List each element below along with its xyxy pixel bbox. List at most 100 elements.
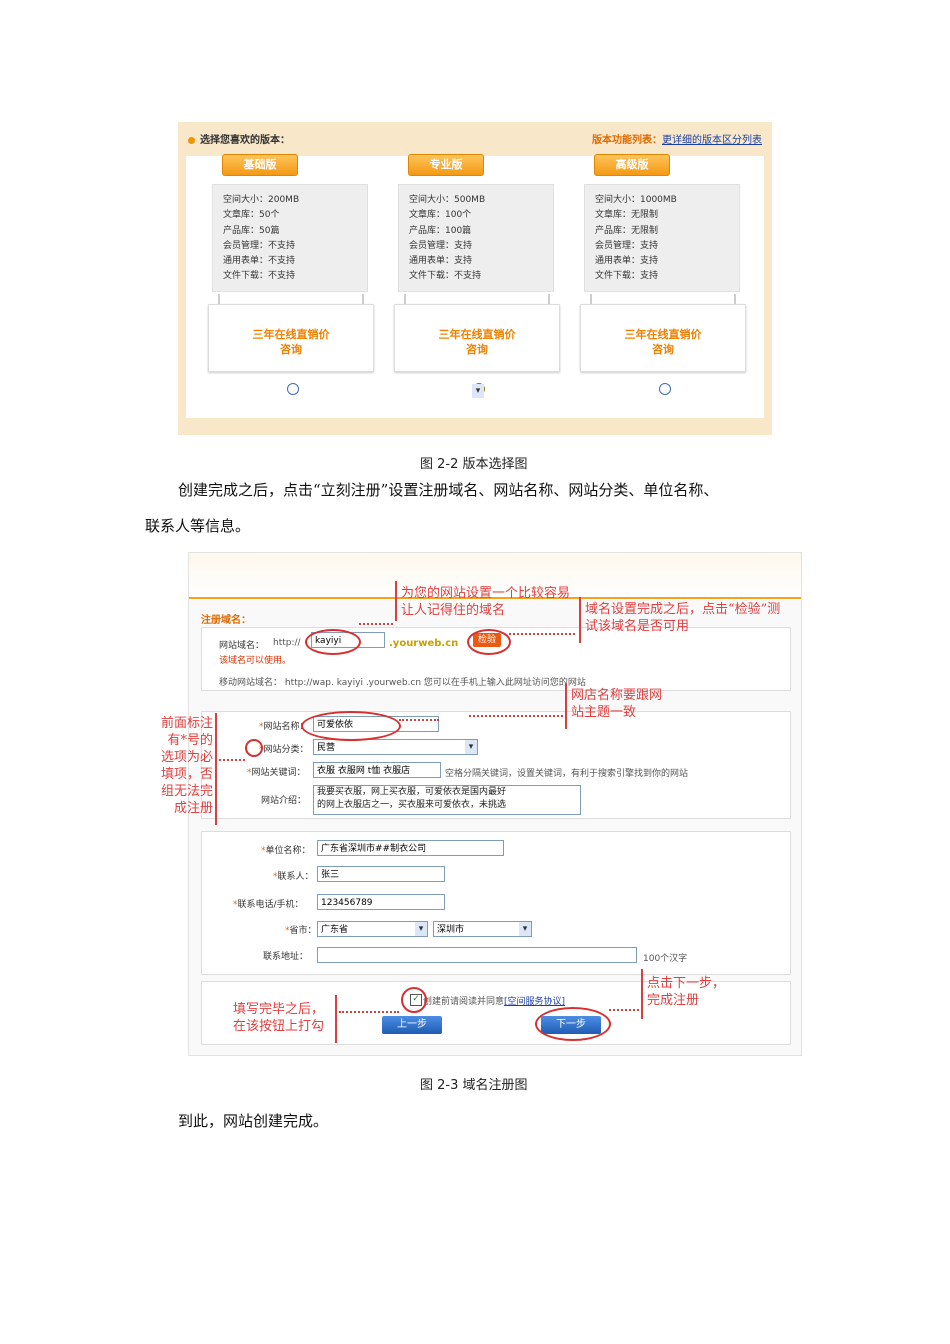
spec-item: 文章库：100个 [409, 210, 472, 221]
figure-caption-2-3: 图 2-3 域名注册图 [420, 1078, 528, 1093]
annotation-connector [359, 623, 393, 625]
spec-item: 会员管理：支持 [595, 240, 659, 251]
version-radio-pro[interactable] [472, 383, 485, 398]
category-label-text: 网站分类： [263, 745, 309, 755]
highlight-circle [401, 987, 427, 1013]
agree-text-label: 创建前请阅读并同意 [423, 997, 505, 1007]
version-select-title-text: 选择您喜欢的版本： [200, 135, 290, 146]
contact-input[interactable]: 张三 [317, 866, 445, 882]
card-hook [404, 294, 406, 308]
version-radio-basic[interactable] [287, 383, 299, 395]
intro-text-line: 的网上衣服店之一，买衣服来可爱依衣，未挑选 [317, 800, 507, 810]
keywords-label: *网站关键词： [247, 765, 306, 778]
address-input[interactable] [317, 947, 637, 963]
annotation-connector [609, 1009, 639, 1011]
highlight-circle [245, 739, 263, 757]
keywords-note: 空格分隔关键词，设置关键词，有利于搜索引擎找到你的网站 [445, 769, 689, 779]
phone-label: *联系电话/手机： [233, 897, 304, 910]
annotation-sitename: 网店名称要跟网站主题一致 [571, 688, 663, 720]
version-tab-pro[interactable]: 专业版 [408, 154, 484, 176]
annotation-connector [469, 715, 563, 717]
version-select-figure: 选择您喜欢的版本： 版本功能列表：更详细的版本区分列表 基础版 空间大小：200… [178, 122, 772, 435]
required-mark: * [285, 926, 290, 936]
required-mark: * [233, 900, 238, 910]
spec-item: 产品库：无限制 [595, 225, 659, 236]
spec-item: 产品库：50篇 [223, 225, 280, 236]
annotation-bracket [579, 597, 581, 643]
required-mark: * [261, 846, 266, 856]
required-mark: * [259, 722, 264, 732]
annotation-next: 点击下一步，完成注册 [647, 976, 726, 1008]
annotation-connector [509, 633, 575, 635]
card-hook [734, 294, 736, 308]
figure-caption-2-2: 图 2-2 版本选择图 [420, 457, 528, 472]
mobile-domain-line: 移动网站域名： http://wap. kayiyi .yourweb.cn 您… [219, 678, 586, 688]
spec-item: 文件下载：不支持 [223, 271, 296, 282]
version-function-list: 版本功能列表：更详细的版本区分列表 [592, 131, 762, 146]
version-function-list-label: 版本功能列表： [592, 135, 662, 146]
company-input[interactable]: 广东省深圳市##制衣公司 [317, 840, 504, 856]
spec-item: 文件下载：支持 [595, 271, 659, 282]
section-title: 注册域名： [201, 615, 251, 626]
category-label: *网站分类： [259, 742, 309, 755]
keywords-input[interactable]: 衣服 衣服网 t恤 衣服店 [313, 762, 441, 778]
address-note: 100个汉字 [643, 954, 688, 964]
annotation-agree: 填写完毕之后，在该按钮上打勾 [233, 1002, 325, 1034]
province-label-text: 省市： [289, 926, 317, 936]
version-radio-advanced[interactable] [659, 383, 671, 395]
price-label: 三年在线直销价 [252, 328, 330, 341]
price-value: 咨询 [466, 343, 488, 356]
spec-item: 通用表单：支持 [595, 256, 659, 267]
price-value: 咨询 [280, 343, 302, 356]
price-value: 咨询 [652, 343, 674, 356]
spec-item: 会员管理：支持 [409, 240, 473, 251]
card-hook [362, 294, 364, 308]
category-select[interactable]: 民营 [313, 739, 478, 755]
submit-panel [201, 981, 791, 1045]
version-detail-link[interactable]: 更详细的版本区分列表 [662, 135, 762, 146]
phone-label-text: 联系电话/手机： [237, 900, 304, 910]
site-name-label: *网站名称： [259, 719, 309, 732]
spec-item: 文件下载：不支持 [409, 271, 482, 282]
version-tab-advanced[interactable]: 高级版 [594, 154, 670, 176]
version-spec-list: 空间大小：1000MB 文章库：无限制 产品库：无限制 会员管理：支持 通用表单… [584, 184, 740, 292]
card-hook [548, 294, 550, 308]
spec-item: 空间大小：200MB [223, 195, 300, 205]
version-tab-basic[interactable]: 基础版 [222, 154, 298, 176]
spec-item: 通用表单：不支持 [223, 256, 296, 267]
contact-label: *联系人： [273, 869, 314, 882]
spec-item: 空间大小：1000MB [595, 195, 677, 205]
required-mark: * [247, 768, 252, 778]
version-spec-list: 空间大小：200MB 文章库：50个 产品库：50篇 会员管理：不支持 通用表单… [212, 184, 368, 292]
highlight-circle [535, 1007, 611, 1041]
intro-textarea[interactable]: 我要买衣服，网上买衣服，可爱依衣是国内最好 的网上衣服店之一，买衣服来可爱依衣，… [313, 785, 581, 815]
annotation-bracket [565, 683, 567, 729]
spec-item: 文章库：50个 [223, 210, 280, 221]
service-agreement-link[interactable]: [空间服务协议] [504, 997, 566, 1007]
city-select[interactable]: 深圳市 [433, 921, 532, 937]
intro-text-line: 我要买衣服，网上买衣服，可爱依衣是国内最好 [317, 787, 507, 797]
province-select[interactable]: 广东省 [317, 921, 428, 937]
spec-item: 文章库：无限制 [595, 210, 659, 221]
domain-suffix: .yourweb.cn [389, 638, 459, 649]
paragraph-line: 创建完成之后，点击“立刻注册”设置注册域名、网站名称、网站分类、单位名称、 [178, 481, 719, 499]
annotation-connector [219, 759, 245, 761]
spec-item: 会员管理：不支持 [223, 240, 296, 251]
domain-register-figure: 注册域名： 网站域名： http:// kayiyi .yourweb.cn 检… [161, 552, 802, 1056]
annotation-bracket [215, 713, 217, 825]
card-hook [590, 294, 592, 308]
contact-label-text: 联系人： [277, 872, 314, 882]
highlight-circle [301, 711, 401, 741]
spec-item: 空间大小：500MB [409, 195, 486, 205]
card-hook [218, 294, 220, 308]
prev-step-button[interactable]: 上一步 [382, 1016, 442, 1034]
price-label: 三年在线直销价 [438, 328, 516, 341]
site-name-label-text: 网站名称： [263, 722, 309, 732]
agree-text: 创建前请阅读并同意[空间服务协议] [423, 994, 565, 1007]
phone-input[interactable]: 123456789 [317, 894, 445, 910]
paragraph-line: 联系人等信息。 [145, 517, 251, 535]
annotation-check: 域名设置完成之后，点击“检验”测试该域名是否可用 [585, 602, 781, 634]
spec-item: 产品库：100篇 [409, 225, 472, 236]
domain-available-message: 该域名可以使用。 [219, 656, 292, 666]
version-price: 三年在线直销价咨询 [394, 304, 560, 372]
